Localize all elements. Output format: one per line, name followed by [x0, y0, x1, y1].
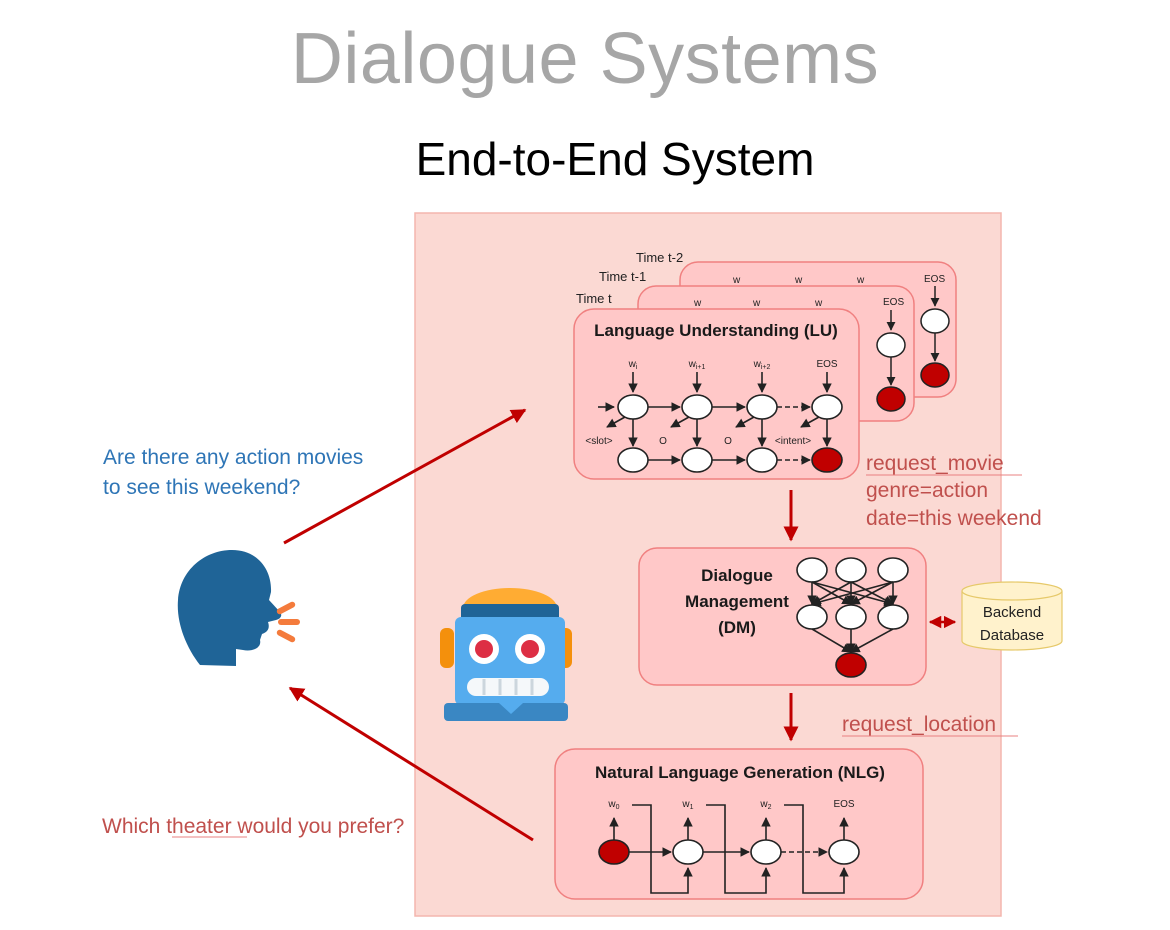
semantic-frame-slot-genre: genre=action [866, 479, 988, 502]
lu-title: Language Understanding (LU) [594, 321, 838, 340]
dm-output-edge [850, 628, 894, 653]
dm-title-line1: Dialogue [701, 566, 773, 585]
nlg-feedback-edge [784, 804, 849, 894]
dm-output-edge [811, 628, 852, 653]
lu-output-label: O [724, 436, 732, 447]
lu-output-label: <slot> [585, 436, 612, 447]
dm-hidden-node [877, 604, 909, 630]
semantic-frame-intent: request_movie [866, 452, 1004, 475]
robot-icon [440, 588, 572, 721]
lu-input-label: EOS [816, 359, 837, 370]
lu-intent-node [811, 447, 843, 473]
time-label-t-1: Time t-1 [599, 269, 646, 284]
lu-hidden-node [681, 394, 713, 420]
nlg-output-label: EOS [833, 799, 854, 810]
dm-hidden-node [835, 604, 867, 630]
db-label-line1: Backend [983, 604, 1041, 621]
svg-text:w: w [814, 298, 823, 309]
dm-title-line3: (DM) [718, 618, 756, 637]
lu-slot-edge [606, 416, 626, 428]
nlg-to-user-arrow [288, 686, 534, 842]
dm-input-node [835, 557, 867, 583]
dm-input-node [796, 557, 828, 583]
nlg-hidden-node [750, 839, 782, 865]
system-response-keyword: theater [166, 815, 231, 838]
lu-output-label: <intent> [775, 436, 811, 447]
time-label-t-2: Time t-2 [636, 250, 683, 265]
svg-text:EOS: EOS [883, 297, 904, 308]
svg-text:EOS: EOS [924, 274, 945, 285]
time-label-t: Time t [576, 291, 612, 306]
lu-hidden-node [746, 394, 778, 420]
backend-database: Backend Database [961, 581, 1063, 651]
lu-hidden-node [811, 394, 843, 420]
dm-network [796, 557, 909, 678]
nlg-start-node [598, 839, 630, 865]
lu-slot-edge [800, 416, 820, 428]
speaking-head-icon [177, 550, 300, 666]
lu-slot-edge [735, 416, 755, 428]
lu-slot-edge [670, 416, 690, 428]
lu-hidden-node [617, 394, 649, 420]
svg-text:w: w [732, 275, 741, 286]
semantic-frame-slot-date: date=this weekend [866, 507, 1042, 530]
dm-title-line2: Management [685, 592, 789, 611]
svg-text:w: w [794, 275, 803, 286]
nlg-hidden-node [828, 839, 860, 865]
lu-input-label: wi [628, 359, 638, 371]
dm-edge [850, 581, 894, 605]
dm-output-node [835, 652, 867, 678]
dm-edge [811, 581, 894, 607]
nlg-title: Natural Language Generation (NLG) [595, 763, 885, 782]
lu-output-node [617, 447, 649, 473]
dm-input-node [877, 557, 909, 583]
svg-text:w: w [856, 275, 865, 286]
lu-output-node [746, 447, 778, 473]
slide-title: Dialogue Systems [290, 19, 880, 99]
nlg-feedback-edge [632, 804, 693, 894]
dm-hidden-node [796, 604, 828, 630]
system-response: Which theater would you prefer? [102, 815, 404, 838]
svg-text:w: w [693, 298, 702, 309]
dm-module: Dialogue Management (DM) [638, 547, 927, 686]
lu-module: Language Understanding (LU) wi<slot>wi+1… [573, 308, 860, 480]
system-action: request_location [842, 713, 996, 736]
nlg-hidden-node [672, 839, 704, 865]
user-utterance-line2: to see this weekend? [103, 476, 300, 499]
slide-subtitle: End-to-End System [415, 133, 815, 185]
db-label-line2: Database [980, 627, 1044, 644]
lu-output-node [681, 447, 713, 473]
lu-output-label: O [659, 436, 667, 447]
nlg-feedback-edge [706, 804, 771, 894]
user-to-lu-arrow [283, 408, 527, 545]
user-utterance-line1: Are there any action movies [103, 446, 363, 469]
svg-text:w: w [752, 298, 761, 309]
